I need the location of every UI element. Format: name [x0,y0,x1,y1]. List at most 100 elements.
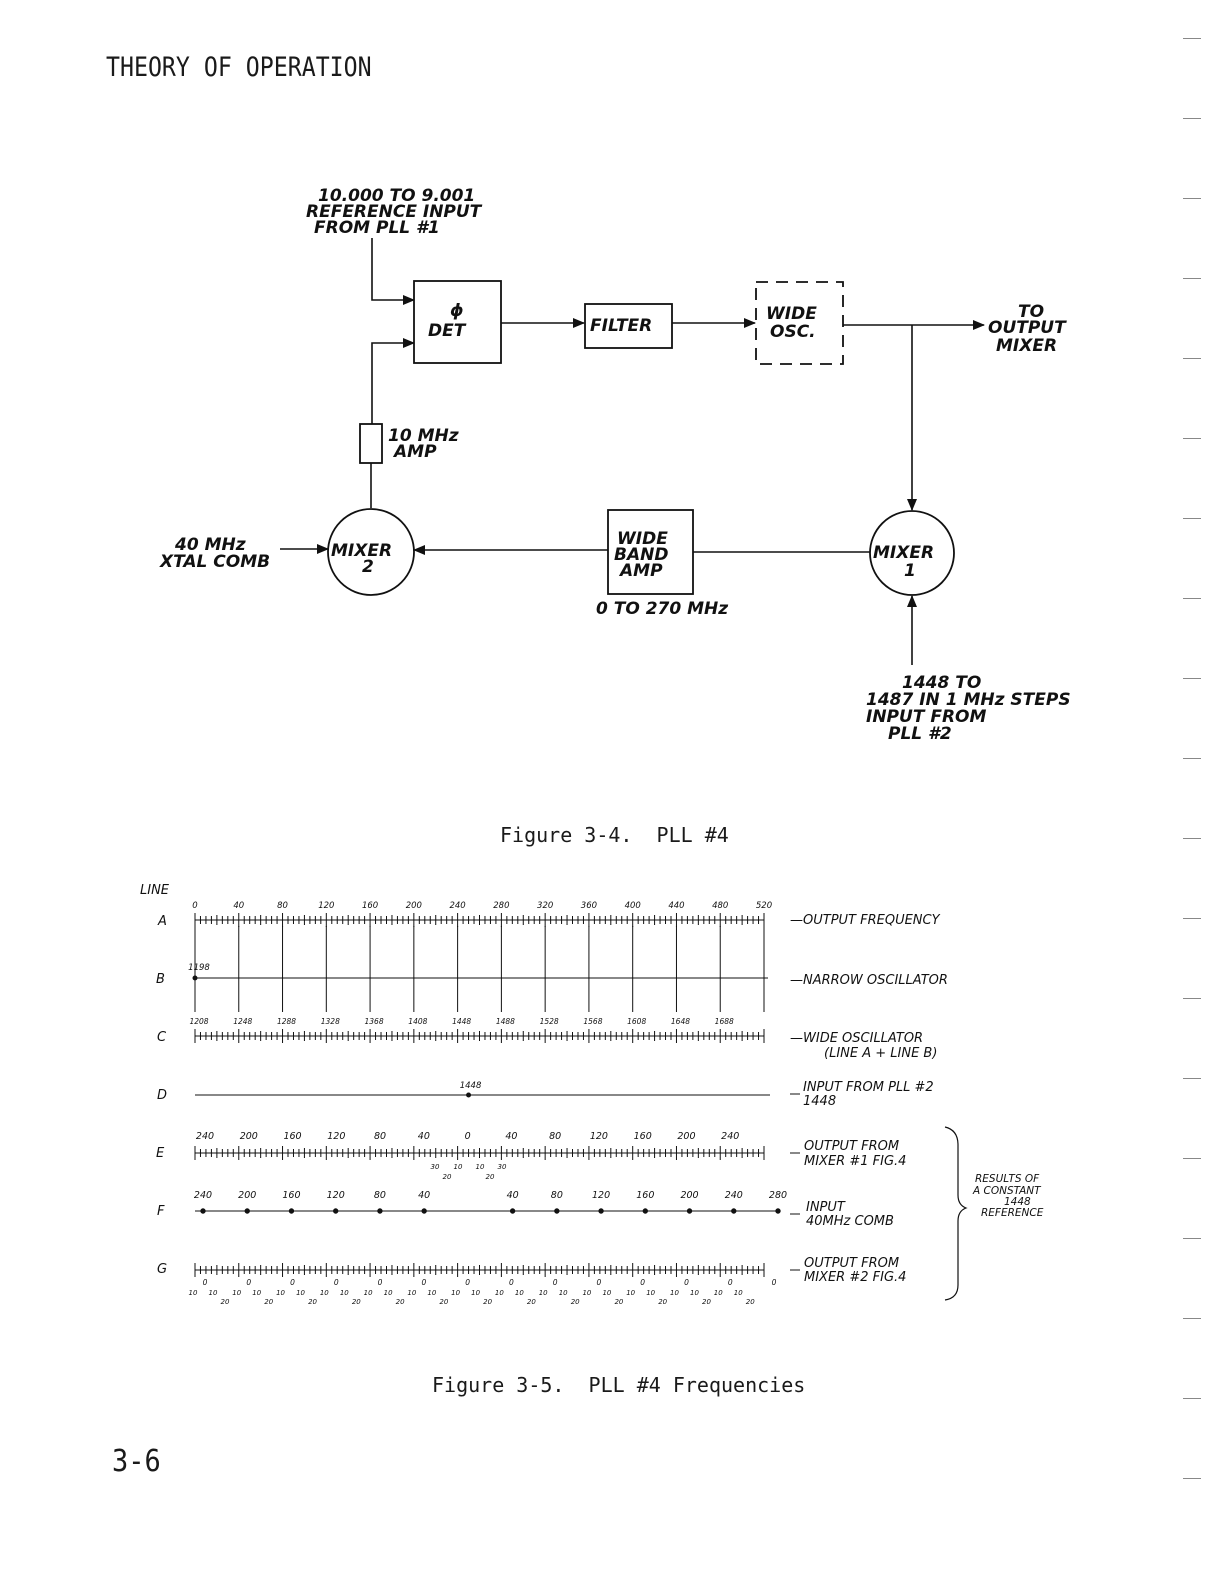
line-f-tick-label: 200 [238,1190,256,1201]
line-g-bottom-label: 20 [396,1298,405,1306]
line-c-tick-label: 1688 [715,1017,734,1026]
row-label-e-line2: MIXER #1 FIG.4 [804,1154,906,1169]
line-c-tick-label: 1408 [408,1017,427,1026]
line-g-pair-label: 10 [646,1289,655,1297]
mixer2-line2: 2 [362,557,374,577]
row-letter-f: F [157,1204,165,1219]
line-a-tick-label: 40 [233,901,244,911]
line-header: LINE [140,883,170,898]
reference-input-wire [371,238,415,305]
row-label-g-line1: OUTPUT FROM [804,1256,899,1271]
phase-det-label: DET [428,321,467,341]
pll4-block-diagram: 10.000 TO 9.001 REFERENCE INPUT FROM PLL… [159,186,1071,744]
line-f-tick-label: 160 [636,1190,654,1201]
line-f-tick-label: 120 [592,1190,610,1201]
line-e-tick-label: 80 [549,1131,561,1142]
line-g-pair-label: 10 [427,1289,436,1297]
line-g-pair-label: 10 [690,1289,699,1297]
line-c-tick-label: 1328 [321,1017,340,1026]
wide-osc-line2: OSC. [770,322,816,342]
row-letter-e: E [156,1146,165,1161]
line-e-tick-label: 80 [374,1131,386,1142]
pll2-input-line3: INPUT FROM [866,707,986,727]
row-label-f-line2: 40MHz COMB [806,1214,894,1229]
line-f-point [642,1208,649,1214]
line-f-tick-label: 40 [418,1190,430,1201]
mixer2-circle [327,508,415,596]
line-a-tick-label: 80 [277,901,288,911]
line-f-point [377,1208,383,1214]
figure-3-5-caption: Figure 3-5. PLL #4 Frequencies [432,1373,806,1397]
line-f-tick-label: 160 [282,1190,300,1201]
line-e-tick-label: 120 [327,1131,345,1142]
line-g-top-label: 0 [640,1278,645,1287]
line-f-tick-label: 80 [374,1190,386,1201]
filter-label: FILTER [590,316,652,336]
line-a-tick-label: 320 [537,901,553,911]
line-c-tick-label: 1608 [627,1017,646,1026]
line-e-tick-label: 120 [590,1131,608,1142]
row-letter-a: A [157,914,167,929]
line-a-tick-label: 120 [318,901,334,911]
line-f-tick-label: 240 [725,1190,743,1201]
line-a-tick-label: 0 [192,901,197,911]
line-g-pair-label: 10 [276,1289,285,1297]
line-f-point [509,1208,516,1214]
line-g-bottom-label: 20 [483,1298,492,1306]
brace-note-line3: 1448 [1004,1196,1031,1208]
line-g-top-label: 0 [421,1278,426,1287]
line-f-tick-label: 200 [680,1190,698,1201]
row-label-b: —NARROW OSCILLATOR [790,973,948,988]
line-g-pair-label: 10 [626,1289,635,1297]
line-f-point [554,1208,560,1214]
line-a-tick-label: 440 [668,901,684,911]
line-f-point [775,1208,781,1214]
line-c-tick-label: 1648 [671,1017,690,1026]
row-label-e-line1: OUTPUT FROM [804,1139,899,1154]
line-g-pair-label: 10 [340,1289,349,1297]
line-g-top-label: 0 [334,1278,339,1287]
line-c-tick-label: 1528 [540,1017,559,1026]
line-e-sub-label: 30 [431,1163,440,1171]
page-number: 3-6 [112,1444,161,1479]
line-f-point [200,1208,206,1214]
brace-note-line4: REFERENCE [981,1207,1044,1219]
line-c-tick-label: 1248 [233,1017,252,1026]
line-e-tick-label: 240 [196,1131,214,1142]
line-g-top-label: 0 [772,1278,777,1287]
row-label-a: —OUTPUT FREQUENCY [790,913,941,928]
wide-osc-line1: WIDE [766,304,817,324]
page-header: THEORY OF OPERATION [106,52,372,83]
line-g-pair-label: 10 [714,1289,723,1297]
wide-band-amp-box [607,509,694,595]
line-a-tick-label: 480 [712,901,728,911]
line-g-pair-label: 10 [451,1289,460,1297]
line-f-tick-label: 80 [551,1190,563,1201]
amp-10mhz-line1: 10 MHz [388,426,459,446]
line-g-top-label: 0 [684,1278,689,1287]
reference-input-line3: FROM PLL #1 [314,218,440,238]
line-g-top-label: 0 [728,1278,733,1287]
line-g-pair-label: 10 [670,1289,679,1297]
line-f-point [731,1208,737,1214]
line-g-top-label: 0 [465,1278,470,1287]
row-letter-d: D [157,1088,167,1103]
mixer1-line2: 1 [904,561,916,581]
line-e-sub-label: 10 [454,1163,463,1171]
line-c-tick-label: 1568 [583,1017,602,1026]
line-g-pair-label: 10 [471,1289,480,1297]
line-c-tick-label: 1208 [189,1017,208,1026]
line-g-top-label: 0 [597,1278,602,1287]
line-f-point [598,1208,604,1214]
line-g-pair-label: 10 [539,1289,548,1297]
line-g-bottom-label: 20 [746,1298,755,1306]
line-g-pair-label: 10 [364,1289,373,1297]
wide-band-amp-line3: AMP [618,561,663,581]
pll2-input-line4: PLL #2 [888,724,952,744]
reference-input-line2: REFERENCE INPUT [306,202,483,222]
line-g-bottom-label: 20 [308,1298,317,1306]
line-e-tick-label: 200 [677,1131,695,1142]
xtal-comb-line2: XTAL COMB [159,552,270,572]
phase-detector-box [413,280,502,364]
